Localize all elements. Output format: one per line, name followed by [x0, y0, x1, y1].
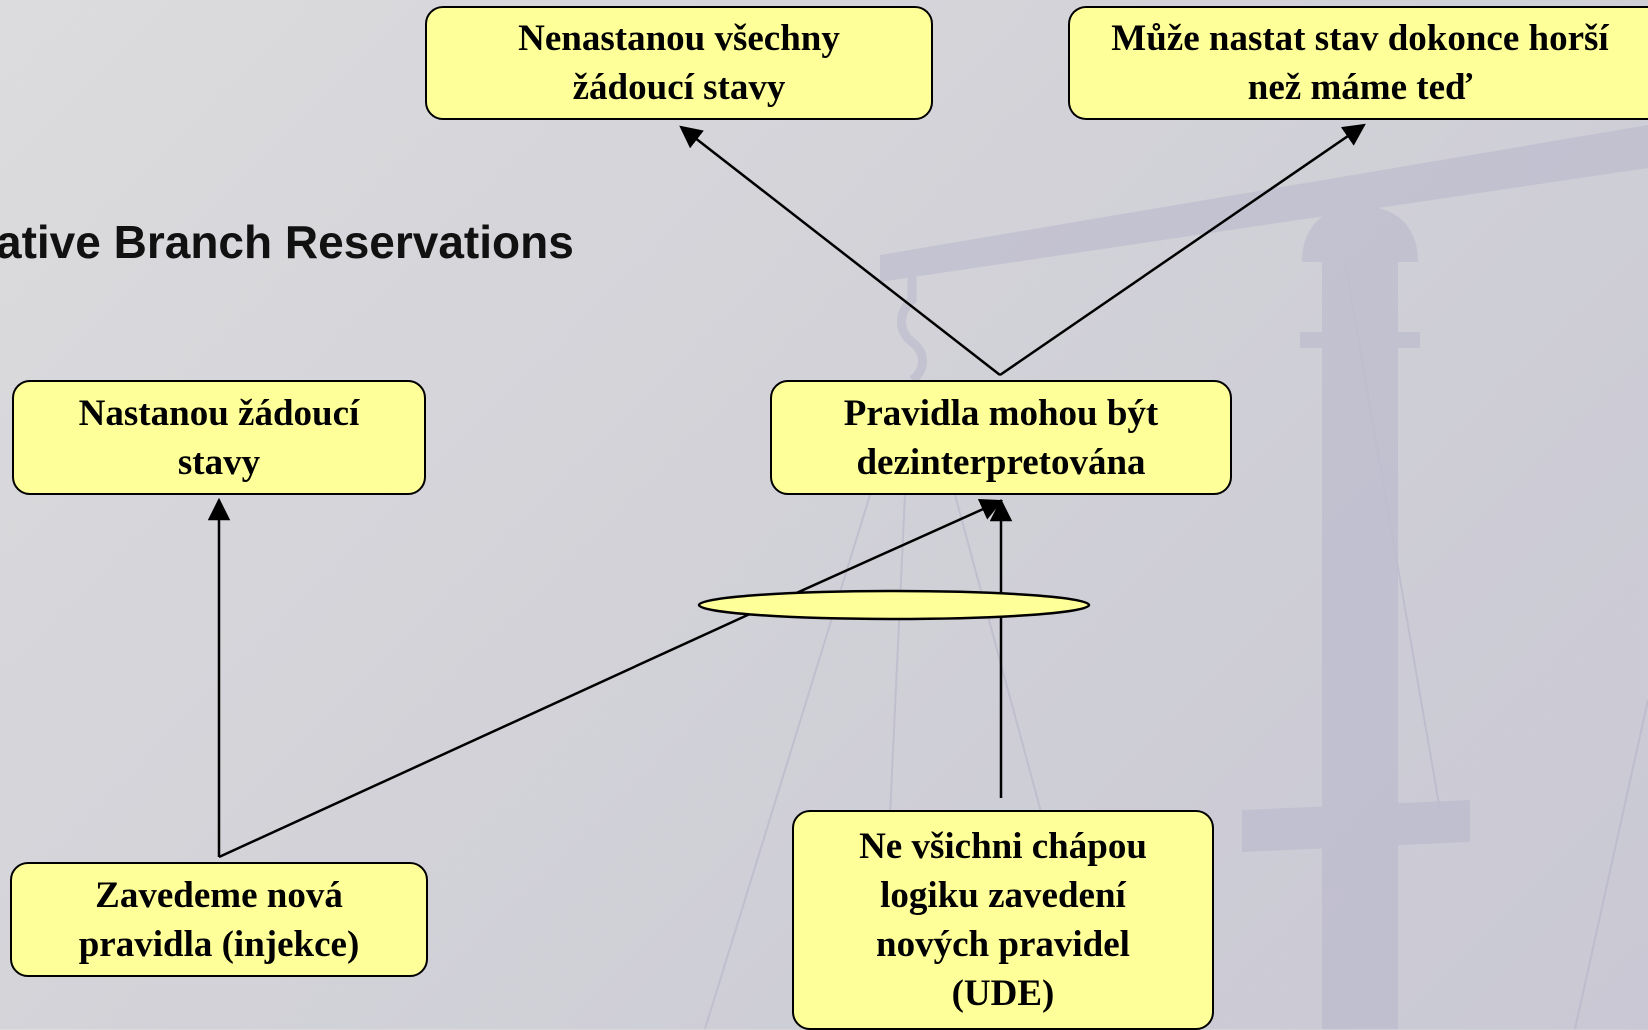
scale-of-justice-icon	[704, 125, 1648, 1029]
node-desired-states: Nastanou žádoucí stavy	[12, 380, 426, 495]
node-rules-misinterpreted: Pravidla mohou být dezinterpretována	[770, 380, 1232, 495]
node-injection-new-rules: Zavedeme nová pravidla (injekce)	[10, 862, 428, 977]
scale-pillar	[1322, 262, 1398, 1029]
arrow-to-top-left	[679, 125, 1001, 376]
node-worse-state-possible: Může nastat stav dokonce horší než máme …	[1068, 6, 1648, 120]
line-injection-to-ellipse	[218, 611, 753, 859]
scale-top-cap	[1302, 206, 1418, 262]
scale-base-plate	[1242, 800, 1470, 852]
scale-pillar-collar	[1300, 332, 1420, 348]
connectors	[207, 123, 1366, 859]
arrow-to-top-right	[999, 123, 1366, 377]
scale-beam	[880, 125, 1648, 282]
scale-hook-left	[897, 265, 927, 384]
page-heading: ative Branch Reservations	[0, 216, 574, 268]
and-connector-ellipse	[697, 589, 1091, 621]
node-ude-not-everyone-understands: Ne všichni chápou logiku zavedení nových…	[792, 810, 1214, 1030]
node-not-all-desired-states: Nenastanou všechny žádoucí stavy	[425, 6, 933, 120]
